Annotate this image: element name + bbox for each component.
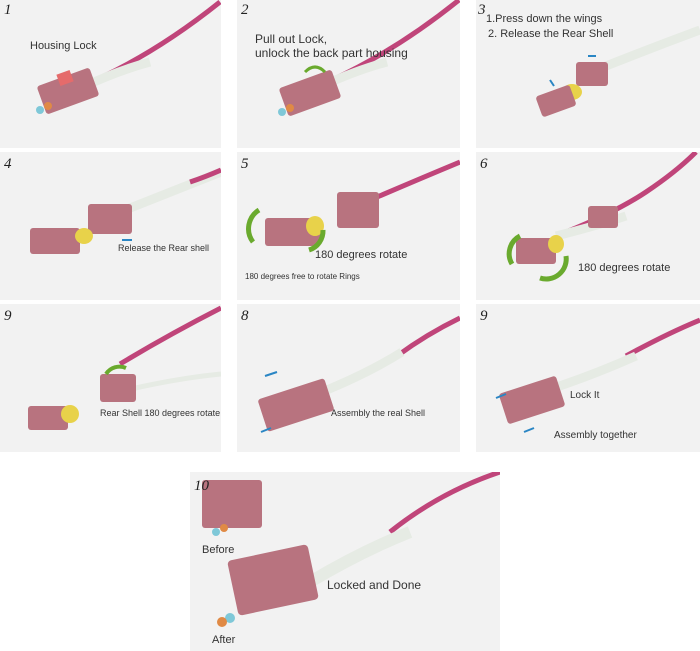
step-panel-7: 9 Rear Shell 180 degrees rotate xyxy=(0,304,221,452)
step-number: 3 xyxy=(478,2,486,18)
step-number: 9 xyxy=(480,308,488,324)
step-number: 2 xyxy=(241,2,249,18)
step-caption: 180 degrees free to rotate Rings xyxy=(245,272,360,281)
step-number: 10 xyxy=(194,478,209,494)
step-number: 8 xyxy=(241,308,249,324)
connector-illustration xyxy=(246,159,460,253)
step-caption: Locked and Done xyxy=(327,578,422,592)
step-caption: 2. Release the Rear Shell xyxy=(488,28,614,40)
step-panel-1: 1 Housing Lock xyxy=(0,0,221,148)
connector-illustration xyxy=(36,0,221,114)
step-caption: 180 degrees rotate xyxy=(315,249,408,261)
connector-illustration xyxy=(506,152,698,282)
step-caption: 180 degrees rotate xyxy=(578,262,671,274)
step-panel-2: 2 Pull out Lock, unlock the back part ho… xyxy=(237,0,460,148)
step-panel-8: 8 Assembly the real Shell xyxy=(237,304,460,452)
connector-illustration xyxy=(258,315,460,433)
step-caption: Lock It xyxy=(570,390,600,401)
connector-illustration xyxy=(495,317,700,433)
step-number: 1 xyxy=(4,2,12,18)
step-panel-4: 4 Release the Rear shell xyxy=(0,152,221,300)
step-panel-10: 10 Before Locked and Done After xyxy=(190,472,500,651)
connector-illustration xyxy=(278,0,460,116)
step-caption: Housing Lock xyxy=(30,40,97,52)
step-number: 6 xyxy=(480,156,488,172)
connector-illustration xyxy=(536,25,700,117)
connector-illustration xyxy=(28,305,221,430)
step-caption: After xyxy=(212,634,236,646)
step-panel-3: 3 1.Press down the wings 2. Release the … xyxy=(476,0,700,148)
step-caption: 1.Press down the wings xyxy=(486,13,603,25)
step-caption: unlock the back part housing xyxy=(255,46,408,60)
connector-illustration xyxy=(202,472,500,627)
connector-illustration xyxy=(30,167,221,254)
step-caption: Pull out Lock, xyxy=(255,32,328,46)
step-number: 9 xyxy=(4,308,12,324)
step-number: 4 xyxy=(4,156,12,172)
step-panel-9: 9 Lock It Assembly together xyxy=(476,304,700,452)
step-caption: Before xyxy=(202,544,235,556)
step-caption: Rear Shell 180 degrees rotate xyxy=(100,408,221,418)
step-caption: Release the Rear shell xyxy=(118,243,210,253)
step-panel-5: 5 180 degrees rotate 180 degrees free to… xyxy=(237,152,460,300)
step-caption: Assembly together xyxy=(554,430,637,441)
step-panel-6: 6 180 degrees rotate xyxy=(476,152,700,300)
step-number: 5 xyxy=(241,156,249,172)
step-caption: Assembly the real Shell xyxy=(331,408,426,418)
